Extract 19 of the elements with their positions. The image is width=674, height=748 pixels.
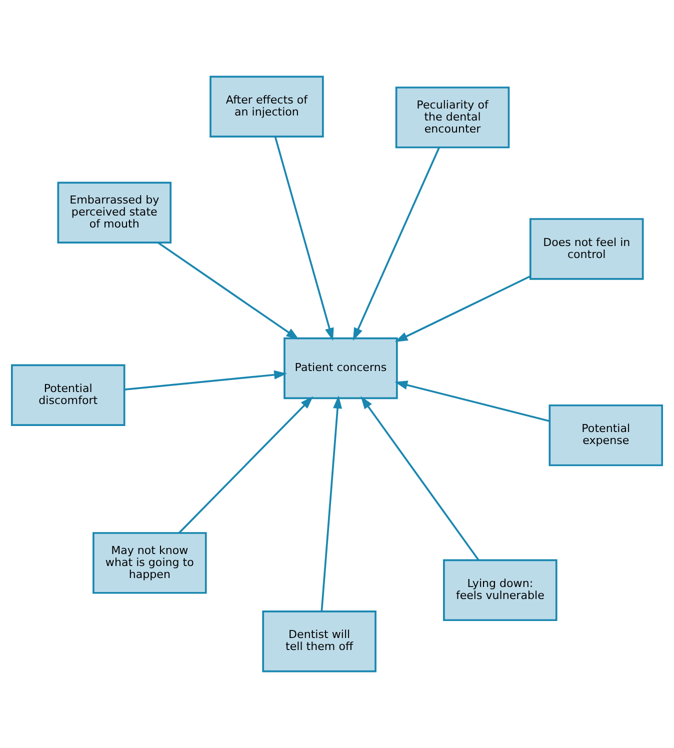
- node-box: Does not feel in control: [529, 218, 644, 280]
- arrow: [158, 242, 300, 340]
- arrow: [178, 396, 314, 534]
- arrow: [320, 396, 342, 612]
- arrow: [274, 136, 334, 341]
- node-box: Potential expense: [548, 404, 664, 466]
- node-box: Lying down: feels vulnerable: [443, 559, 558, 622]
- node-box: Peculiarity of the dental encounter: [395, 86, 510, 148]
- arrow: [394, 276, 531, 342]
- node-box: Embarrassed by perceived state of mouth: [57, 182, 172, 244]
- arrow: [352, 147, 440, 341]
- node-box: May not know what is going to happen: [92, 532, 207, 594]
- arrow: [360, 396, 480, 561]
- arrow: [394, 380, 550, 422]
- node-box: Potential discomfort: [10, 364, 126, 426]
- node-box: Dentist will tell them off: [262, 610, 376, 672]
- node-box: After effects of an injection: [210, 76, 324, 138]
- arrow: [124, 370, 288, 390]
- node-box: Patient concerns: [284, 337, 398, 400]
